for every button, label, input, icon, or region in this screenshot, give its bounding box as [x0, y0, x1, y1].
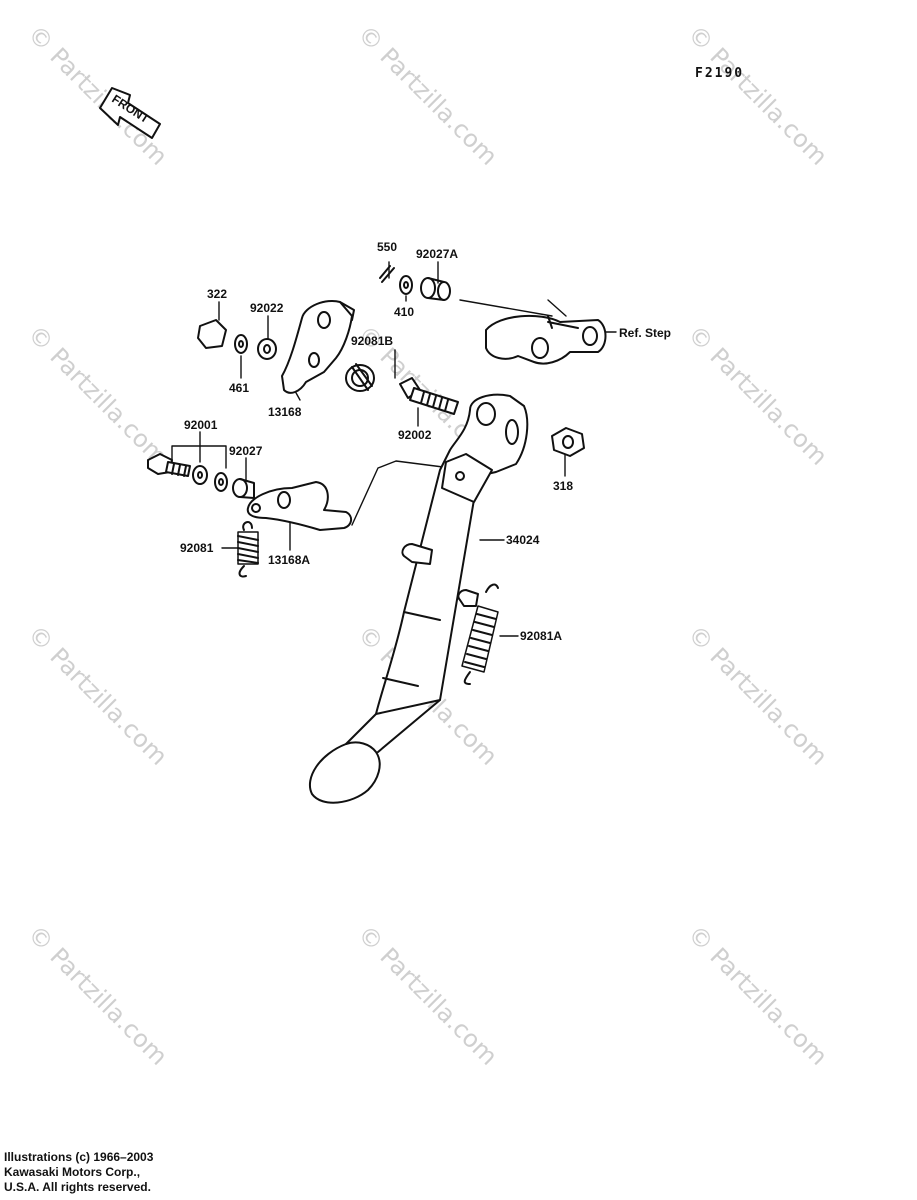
- diagram-code: F2190: [695, 66, 745, 81]
- part-label-92081: 92081: [180, 541, 214, 555]
- copyright-line: Illustrations (c) 1966–2003: [4, 1150, 154, 1164]
- part-label-ref-step: Ref. Step: [619, 326, 671, 340]
- part-label-13168A: 13168A: [268, 553, 310, 567]
- part-label-92027A: 92027A: [416, 247, 458, 261]
- part-label-92002: 92002: [398, 428, 432, 442]
- copyright-line: U.S.A. All rights reserved.: [4, 1180, 151, 1194]
- part-label-92081B: 92081B: [351, 334, 393, 348]
- part-label-322: 322: [207, 287, 227, 301]
- part-label-410: 410: [394, 305, 414, 319]
- part-label-92001: 92001: [184, 418, 218, 432]
- front-arrow-icon: FRONT: [99, 87, 161, 139]
- copyright-line: Kawasaki Motors Corp.,: [4, 1165, 141, 1179]
- part-label-461: 461: [229, 381, 249, 395]
- part-label-318: 318: [553, 479, 573, 493]
- part-label-13168: 13168: [268, 405, 302, 419]
- part-label-550: 550: [377, 240, 397, 254]
- part-label-92027: 92027: [229, 444, 263, 458]
- part-label-92081A: 92081A: [520, 629, 562, 643]
- part-label-34024: 34024: [506, 533, 540, 547]
- copyright-notice: Illustrations (c) 1966–2003 Kawasaki Mot…: [4, 1150, 153, 1195]
- part-label-92022: 92022: [250, 301, 284, 315]
